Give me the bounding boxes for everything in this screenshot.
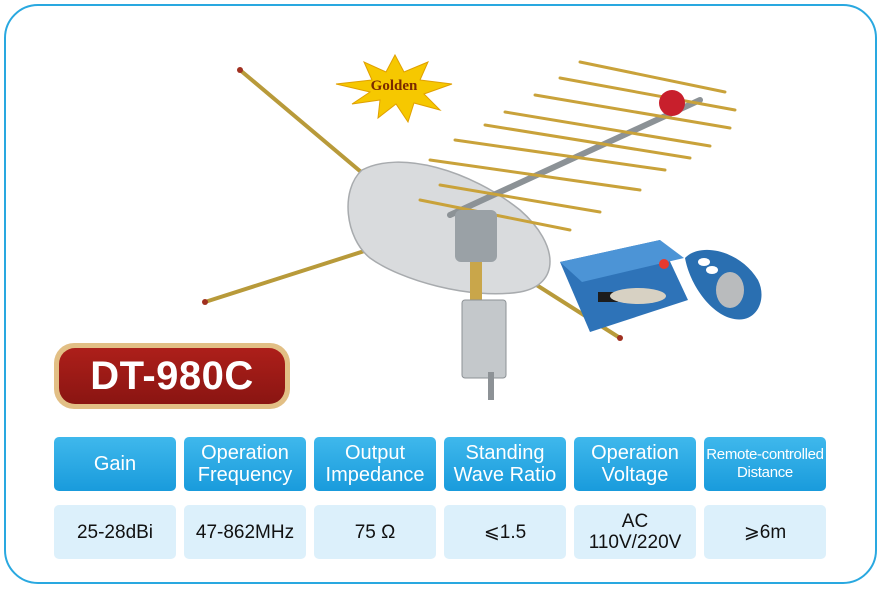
control-box	[560, 240, 688, 332]
yagi-elements	[418, 60, 737, 232]
spec-header: Operation Voltage	[574, 437, 696, 491]
model-name: DT-980C	[59, 348, 285, 404]
spec-header: Gain	[54, 437, 176, 491]
rotator-mast	[455, 210, 507, 400]
spec-value: 25-28dBi	[54, 505, 176, 559]
spec-header: Output Impedance	[314, 437, 436, 491]
spec-value: 47-862MHz	[184, 505, 306, 559]
spec-header: Operation Frequency	[184, 437, 306, 491]
remote-control	[685, 249, 762, 320]
reflector-mesh	[347, 161, 551, 295]
spec-value: ⩽1.5	[444, 505, 566, 559]
spec-header: Remote-controlled Distance	[704, 437, 826, 491]
golden-star-icon	[335, 53, 453, 124]
spec-value: 75 Ω	[314, 505, 436, 559]
spec-value: AC 110V/220V	[574, 505, 696, 559]
spec-value: ⩾6m	[704, 505, 826, 559]
spec-header: Standing Wave Ratio	[444, 437, 566, 491]
golden-badge-text: Golden	[370, 78, 418, 94]
model-badge: DT-980C	[54, 343, 290, 409]
